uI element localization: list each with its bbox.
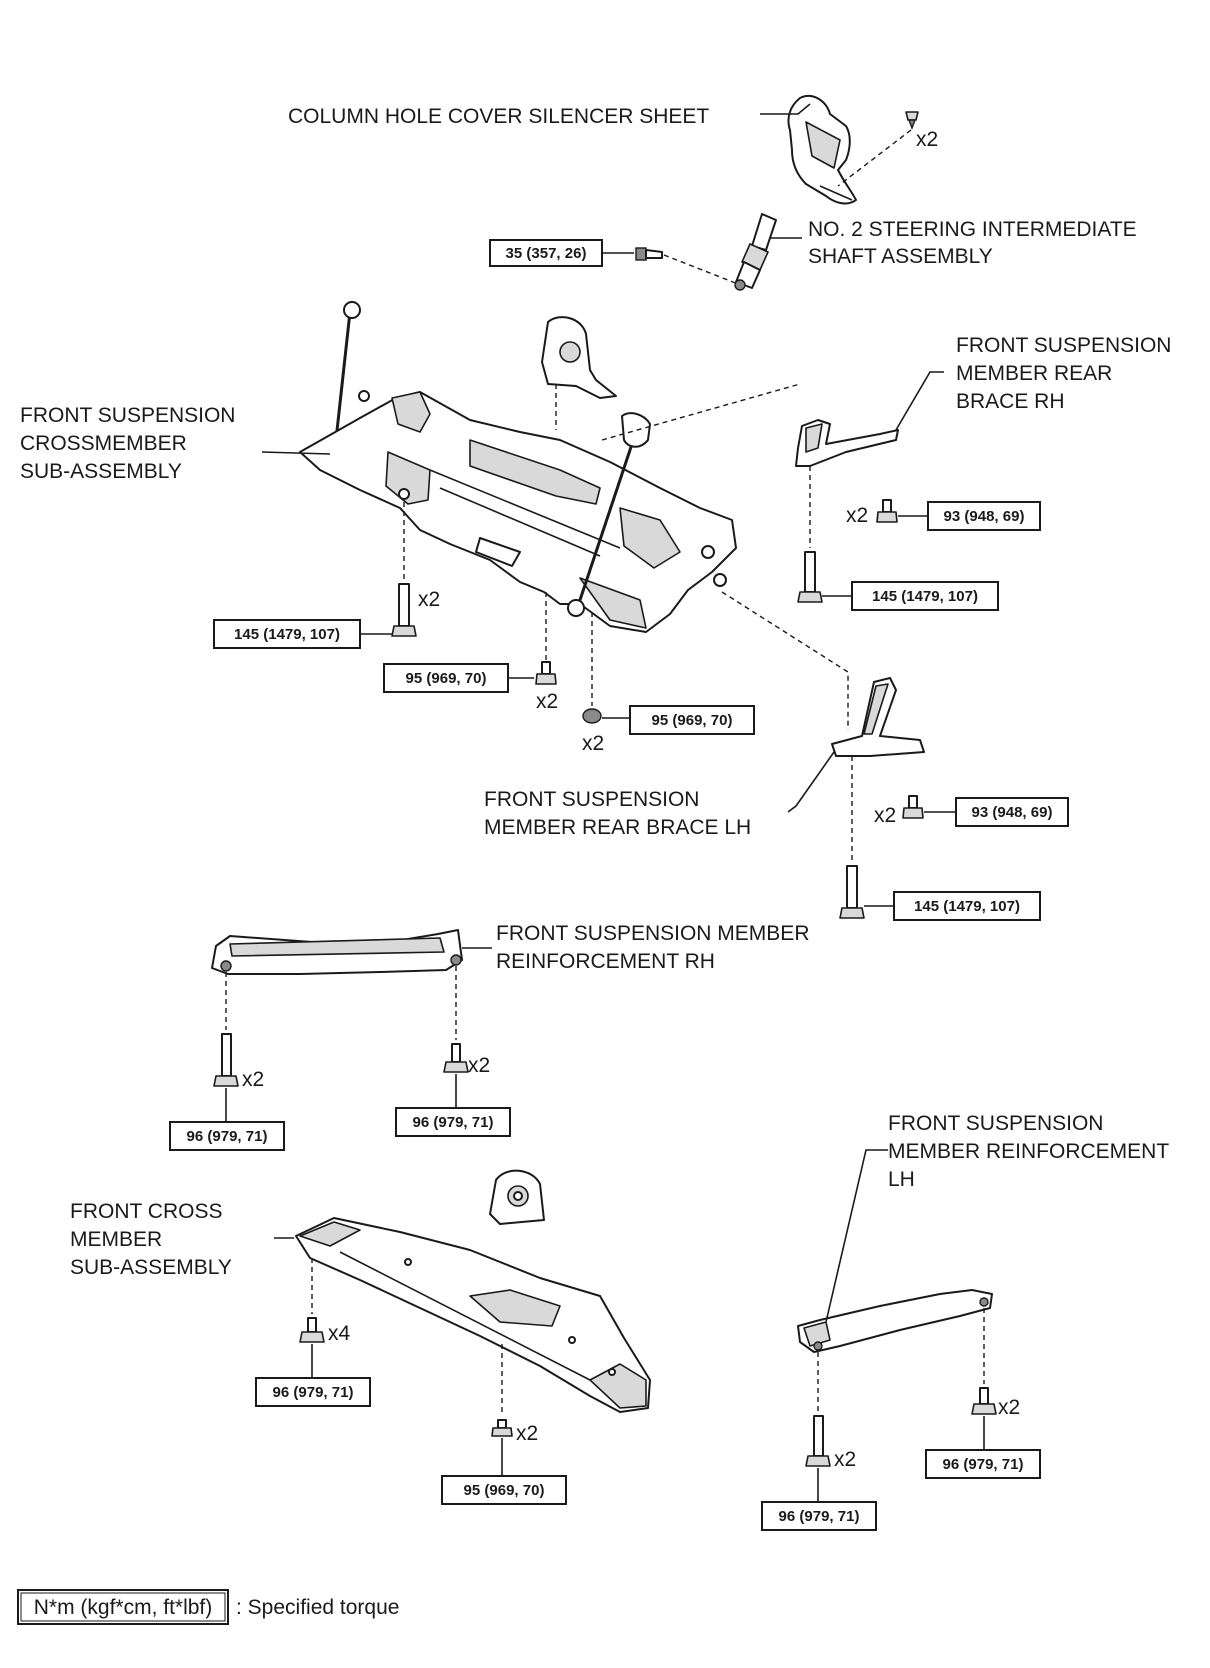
svg-text:93 (948, 69): 93 (948, 69) xyxy=(944,508,1025,525)
svg-text:x2: x2 xyxy=(468,1054,490,1077)
leader-column-hole-cover xyxy=(760,103,811,115)
svg-text:96 (979, 71): 96 (979, 71) xyxy=(187,1128,268,1145)
leader-brace-lh xyxy=(787,751,835,813)
torque-box-brace-rh-long: 145 (1479, 107) xyxy=(851,581,999,611)
label-brace-rh-line2: MEMBER REAR xyxy=(956,362,1112,385)
label-column-hole-cover: COLUMN HOLE COVER SILENCER SHEET xyxy=(288,105,709,128)
label-reinforcement-rh-line2: REINFORCEMENT RH xyxy=(496,950,715,973)
label-brace-lh-line2: MEMBER REAR BRACE LH xyxy=(484,816,751,839)
torque-box-brace-rh-small: 93 (948, 69) xyxy=(927,501,1041,531)
front-suspension-crossmember-sub-assembly xyxy=(299,301,737,633)
svg-text:95 (969, 70): 95 (969, 70) xyxy=(652,712,733,729)
svg-text:x2: x2 xyxy=(834,1448,856,1471)
leader-reinforcement-lh xyxy=(825,1149,888,1323)
crossmember-long-bolt xyxy=(391,583,417,637)
steering-intermediate-shaft-assembly xyxy=(734,213,777,291)
label-brace-lh-line1: FRONT SUSPENSION xyxy=(484,788,699,811)
svg-text:x2: x2 xyxy=(242,1068,264,1091)
svg-text:x2: x2 xyxy=(846,504,868,527)
torque-box-cross-member-left: 96 (979, 71) xyxy=(255,1377,371,1407)
steering-bolt-guide-line xyxy=(663,254,739,285)
leader-crossmember xyxy=(261,451,331,455)
legend-unit-box: N*m (kgf*cm, ft*lbf) xyxy=(34,1596,213,1619)
svg-text:96 (979, 71): 96 (979, 71) xyxy=(779,1508,860,1525)
label-reinforcement-rh-line1: FRONT SUSPENSION MEMBER xyxy=(496,922,809,945)
svg-text:96 (979, 71): 96 (979, 71) xyxy=(943,1456,1024,1473)
steering-shaft-bolt xyxy=(635,247,663,261)
cross-member-bottom-bolt xyxy=(491,1419,513,1437)
torque-box-cross-member-bottom: 95 (969, 70) xyxy=(441,1475,567,1505)
brace-lh-small-bolt xyxy=(902,795,924,819)
engine-mount-upper xyxy=(541,316,617,399)
label-steering-shaft-line1: NO. 2 STEERING INTERMEDIATE xyxy=(808,218,1137,241)
label-front-cross-member-line1: FRONT CROSS xyxy=(70,1200,222,1223)
legend: N*m (kgf*cm, ft*lbf) : Specified torque xyxy=(17,1589,399,1625)
torque-box-steering-bolt: 35 (357, 26) xyxy=(489,239,603,267)
svg-text:35 (357, 26): 35 (357, 26) xyxy=(506,245,587,262)
label-front-cross-member-line3: SUB-ASSEMBLY xyxy=(70,1256,232,1279)
reinforcement-rh xyxy=(211,929,463,975)
svg-text:145 (1479, 107): 145 (1479, 107) xyxy=(234,626,340,643)
column-hole-cover-silencer-sheet xyxy=(787,95,857,205)
clip-guide-line xyxy=(837,129,912,187)
label-crossmember-line1: FRONT SUSPENSION xyxy=(20,404,235,427)
brace-lh-long-bolt xyxy=(839,865,865,919)
svg-text:96 (979, 71): 96 (979, 71) xyxy=(413,1114,494,1131)
reinf-rh-left-bolt xyxy=(213,1033,239,1087)
label-reinforcement-lh-line3: LH xyxy=(888,1168,915,1191)
torque-box-crossmember-mid: 95 (969, 70) xyxy=(383,663,509,693)
leader-brace-rh xyxy=(895,371,944,431)
reinf-rh-right-bolt xyxy=(443,1043,469,1073)
torque-box-reinf-rh-right: 96 (979, 71) xyxy=(395,1107,511,1137)
front-cross-member xyxy=(295,1217,651,1413)
svg-text:x2: x2 xyxy=(998,1396,1020,1419)
label-reinforcement-lh-line2: MEMBER REINFORCEMENT xyxy=(888,1140,1169,1163)
qty-clip: x2 xyxy=(916,128,938,151)
label-steering-shaft-line2: SHAFT ASSEMBLY xyxy=(808,245,993,268)
label-brace-rh-line3: BRACE RH xyxy=(956,390,1065,413)
label-crossmember-line3: SUB-ASSEMBLY xyxy=(20,460,182,483)
reinf-lh-left-bolt xyxy=(805,1415,831,1467)
svg-text:95 (969, 70): 95 (969, 70) xyxy=(406,670,487,687)
rear-brace-rh xyxy=(795,419,899,467)
label-front-cross-member-line2: MEMBER xyxy=(70,1228,162,1251)
torque-box-brace-lh-long: 145 (1479, 107) xyxy=(893,891,1041,921)
engine-mount-lower xyxy=(489,1169,545,1225)
rear-brace-lh xyxy=(831,677,925,757)
cross-member-left-bolt xyxy=(299,1317,325,1343)
reinf-lh-right-bolt xyxy=(971,1387,997,1415)
clip-part xyxy=(905,111,919,130)
torque-box-crossmember-nut: 95 (969, 70) xyxy=(629,705,755,735)
torque-box-reinf-rh-left: 96 (979, 71) xyxy=(169,1121,285,1151)
torque-box-reinf-lh-right: 96 (979, 71) xyxy=(925,1449,1041,1479)
brace-rh-long-bolt xyxy=(797,551,823,603)
crossmember-mid-bolt xyxy=(535,661,557,685)
svg-text:x4: x4 xyxy=(328,1322,351,1345)
torque-box-brace-lh-small: 93 (948, 69) xyxy=(955,797,1069,827)
svg-text:96 (979, 71): 96 (979, 71) xyxy=(273,1384,354,1401)
svg-text:145 (1479, 107): 145 (1479, 107) xyxy=(914,898,1020,915)
svg-text:x2: x2 xyxy=(536,690,558,713)
label-brace-rh-line1: FRONT SUSPENSION xyxy=(956,334,1171,357)
svg-text:x2: x2 xyxy=(874,804,896,827)
crossmember-nut xyxy=(582,708,602,724)
svg-text:x2: x2 xyxy=(582,732,604,755)
svg-text:x2: x2 xyxy=(418,588,440,611)
reinforcement-lh xyxy=(797,1289,993,1353)
label-crossmember-line2: CROSSMEMBER xyxy=(20,432,187,455)
label-reinforcement-lh-line1: FRONT SUSPENSION xyxy=(888,1112,1103,1135)
svg-text:145 (1479, 107): 145 (1479, 107) xyxy=(872,588,978,605)
svg-text:95 (969, 70): 95 (969, 70) xyxy=(464,1482,545,1499)
torque-box-reinf-lh-left: 96 (979, 71) xyxy=(761,1501,877,1531)
legend-text: : Specified torque xyxy=(236,1596,399,1619)
torque-box-crossmember-long: 145 (1479, 107) xyxy=(213,619,361,649)
brace-rh-small-bolt xyxy=(876,499,898,523)
svg-text:x2: x2 xyxy=(516,1422,538,1445)
svg-text:93 (948, 69): 93 (948, 69) xyxy=(972,804,1053,821)
